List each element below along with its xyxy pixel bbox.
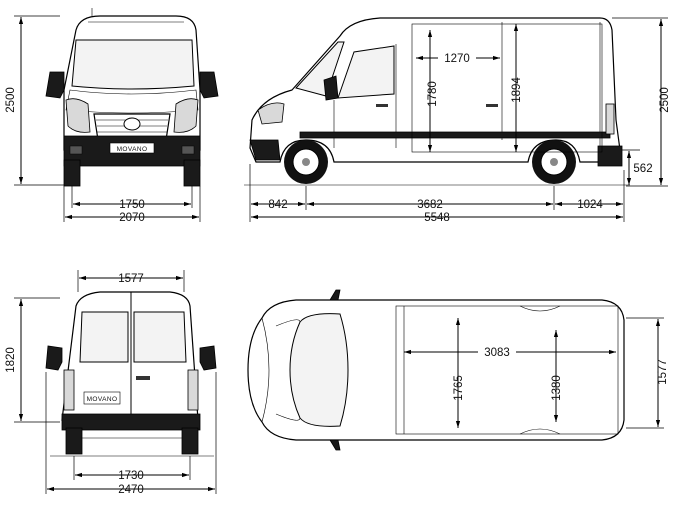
side-cargo-height-inner-label: 1780	[427, 81, 439, 107]
top-view-van	[247, 289, 625, 451]
side-cargo-length-upper-label: 1270	[444, 53, 470, 65]
front-badge: MOVANO	[117, 146, 148, 153]
top-floor-length-label: 3083	[484, 347, 510, 359]
front-overall-width-label: 2070	[119, 212, 145, 224]
rear-track-label: 1730	[118, 470, 144, 482]
side-view-van	[249, 17, 623, 184]
rear-door-height-label: 1820	[5, 347, 17, 373]
rear-width-mirrors-label: 2470	[118, 484, 144, 496]
front-view-van	[45, 8, 219, 187]
front-track-label: 1750	[119, 199, 145, 211]
side-cargo-height-total-label: 1894	[511, 77, 523, 103]
side-dimension-lines	[244, 17, 668, 222]
rear-view-van	[45, 291, 217, 455]
side-rear-overhang-label: 1024	[577, 199, 603, 211]
side-overall-height-label: 2500	[659, 87, 671, 113]
front-dimension-lines	[14, 15, 201, 222]
rear-dimension-lines	[14, 270, 217, 494]
side-ground-clearance-label: 562	[633, 163, 652, 175]
side-overall-length-label: 5548	[424, 212, 450, 224]
rear-badge: MOVANO	[87, 396, 118, 403]
top-loading-width-label: 1577	[657, 359, 669, 385]
top-cargo-width-label: 1765	[453, 375, 465, 401]
rear-door-width-label: 1577	[118, 273, 144, 285]
front-height-label: 2500	[5, 87, 17, 113]
side-wheelbase-label: 3682	[417, 199, 443, 211]
side-front-overhang-label: 842	[268, 199, 287, 211]
top-between-arches-label: 1380	[551, 375, 563, 401]
